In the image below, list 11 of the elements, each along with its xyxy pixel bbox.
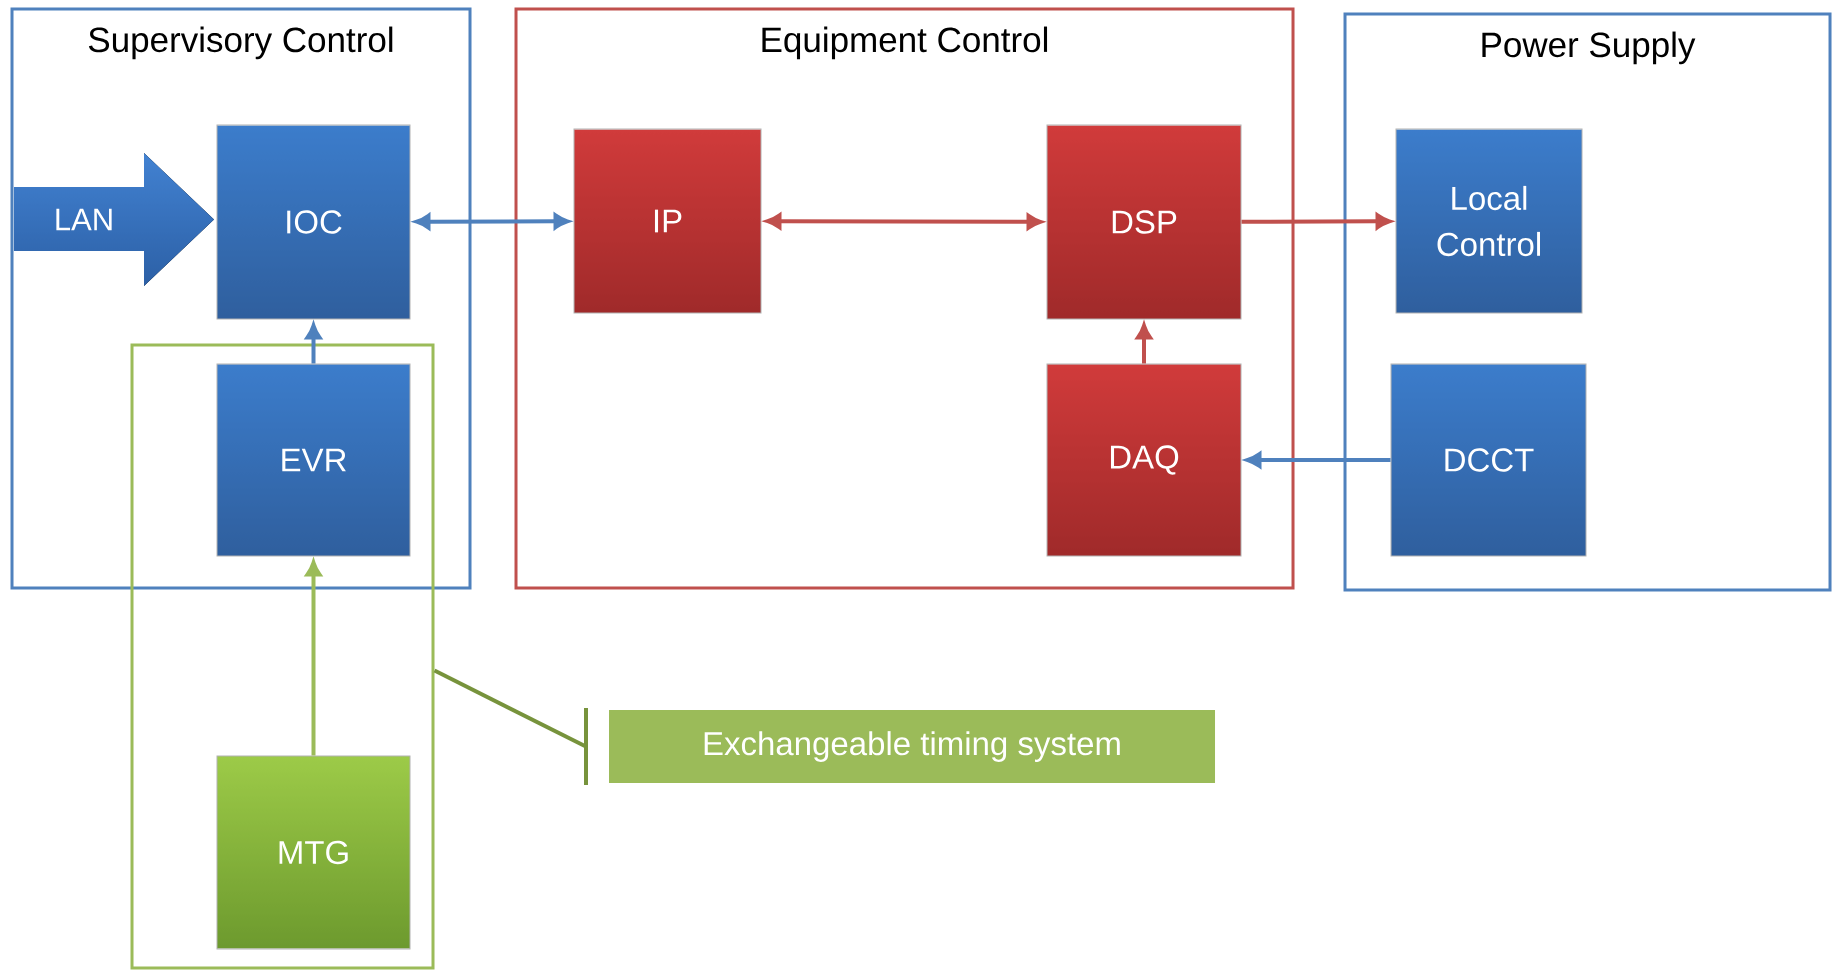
process-box: Local Control bbox=[1395, 128, 1583, 314]
process-box: DSP bbox=[1046, 124, 1242, 320]
callout-box: Exchangeable timing system bbox=[584, 708, 1215, 785]
process-box: IOC bbox=[216, 124, 411, 320]
process-box: MTG bbox=[216, 755, 411, 950]
process-box: DAQ bbox=[1046, 363, 1242, 557]
group-box bbox=[130, 343, 435, 970]
leader-line bbox=[433, 668, 587, 749]
process-box: EVR bbox=[216, 363, 411, 557]
process-box: DCCT bbox=[1390, 363, 1587, 557]
process-box: IP bbox=[573, 128, 762, 314]
